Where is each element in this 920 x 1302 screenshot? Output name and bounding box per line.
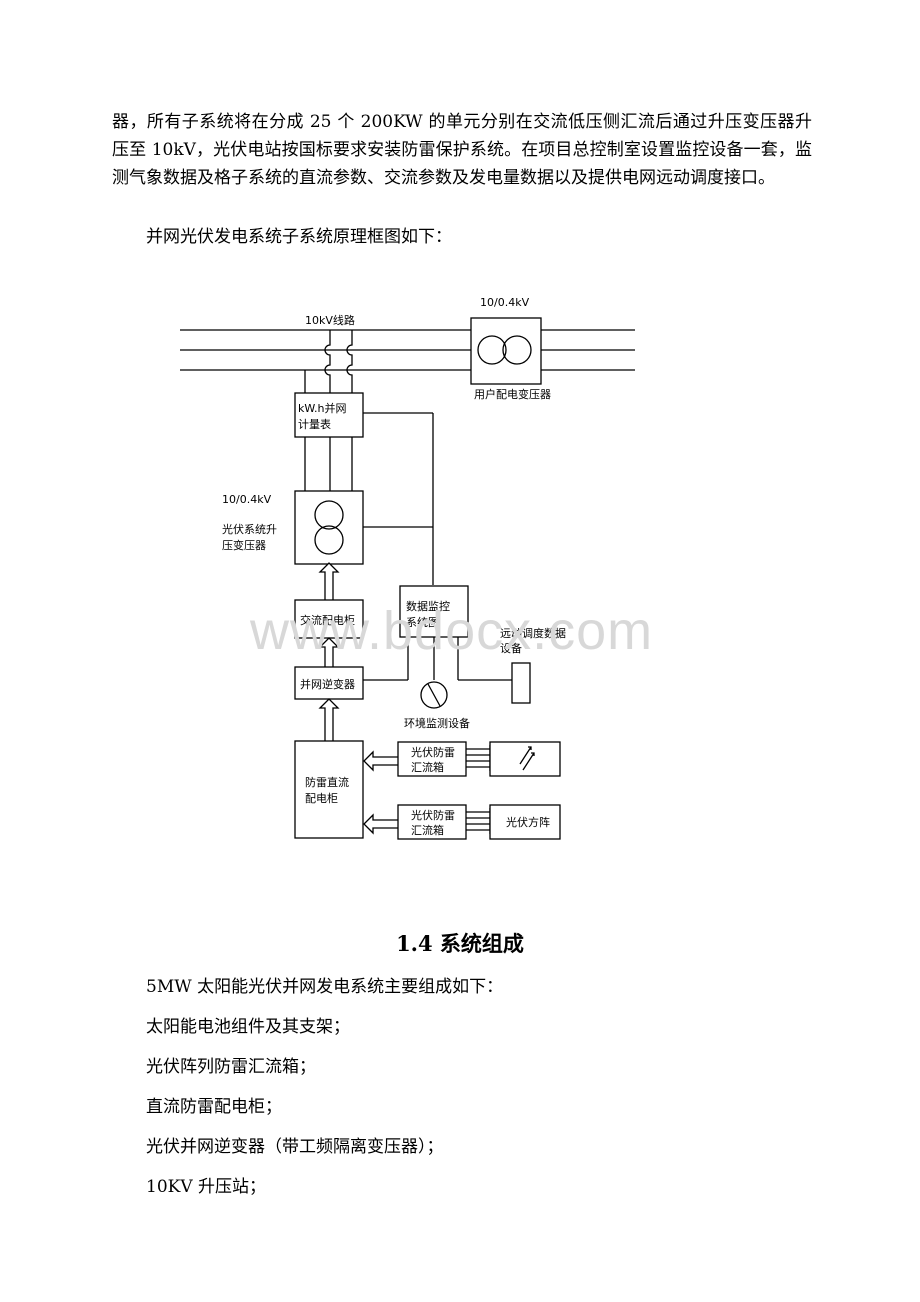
pv-system-diagram: 10kV线路 10/0.4kV 用户配电变压器 kW.h并网 计量表 10/0.… bbox=[180, 296, 635, 840]
user-transformer-rating: 10/0.4kV bbox=[480, 296, 530, 309]
pv-transformer-label-1: 光伏系统升 bbox=[222, 522, 277, 536]
monitor-label-2: 系统图 bbox=[406, 616, 439, 629]
list-item: 光伏阵列防雷汇流箱； bbox=[146, 1057, 316, 1077]
user-transformer-label: 用户配电变压器 bbox=[474, 387, 551, 401]
line-label: 10kV线路 bbox=[305, 313, 355, 327]
pv-transformer-rating: 10/0.4kV bbox=[222, 493, 272, 506]
list-item: 光伏并网逆变器（带工频隔离变压器）； bbox=[146, 1137, 444, 1157]
meter-label-1: kW.h并网 bbox=[298, 401, 346, 415]
remote-label-1: 远动调度数据 bbox=[500, 626, 566, 640]
intro-paragraph: 器，所有子系统将在分成 25 个 200KW 的单元分别在交流低压侧汇流后通过升… bbox=[112, 112, 812, 188]
combiner-1-label-1: 光伏防雷 bbox=[411, 745, 455, 759]
section-heading: 1.4 系统组成 bbox=[396, 931, 524, 956]
dc-cabinet-label-2: 配电柜 bbox=[305, 792, 338, 805]
list-intro: 5MW 太阳能光伏并网发电系统主要组成如下： bbox=[146, 977, 504, 997]
watermark: www.bdocx.com bbox=[250, 601, 654, 661]
pv-transformer-label-2: 压变压器 bbox=[222, 538, 266, 552]
remote-label-2: 设备 bbox=[500, 641, 522, 655]
meter-label-2: 计量表 bbox=[298, 417, 331, 431]
dc-cabinet-label-1: 防雷直流 bbox=[305, 775, 349, 789]
ac-cabinet-label: 交流配电柜 bbox=[300, 613, 355, 627]
list-item: 直流防雷配电柜； bbox=[146, 1097, 282, 1117]
combiner-1-label-2: 汇流箱 bbox=[411, 760, 444, 774]
combiner-2-label-1: 光伏防雷 bbox=[411, 808, 455, 822]
combiner-2-label-2: 汇流箱 bbox=[411, 823, 444, 837]
env-label: 环境监测设备 bbox=[404, 716, 470, 730]
list-item: 太阳能电池组件及其支架； bbox=[146, 1017, 350, 1037]
list-item: 10KV 升压站； bbox=[146, 1177, 267, 1197]
diagram-intro: 并网光伏发电系统子系统原理框图如下： bbox=[146, 227, 452, 247]
monitor-label-1: 数据监控 bbox=[406, 599, 450, 613]
array-label: 光伏方阵 bbox=[506, 815, 550, 829]
inverter-label: 并网逆变器 bbox=[300, 677, 355, 691]
